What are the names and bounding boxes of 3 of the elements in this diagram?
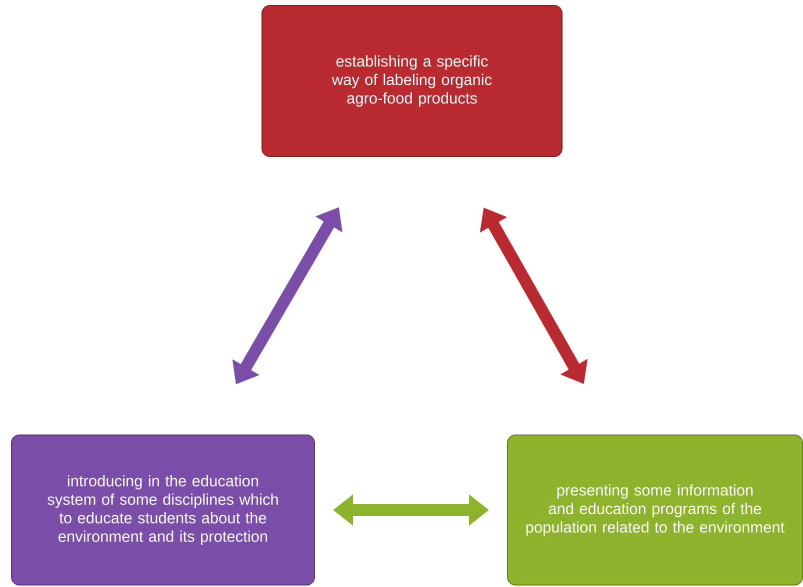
text-box: introducing in the education system of some disciplines which to educate students about the environment and its protection [11,434,315,586]
text-box: establishing a specific way of labeling organic agro-food products [262,5,562,157]
text-box: presenting some information and education programs of the population related to the environment [507,434,803,586]
